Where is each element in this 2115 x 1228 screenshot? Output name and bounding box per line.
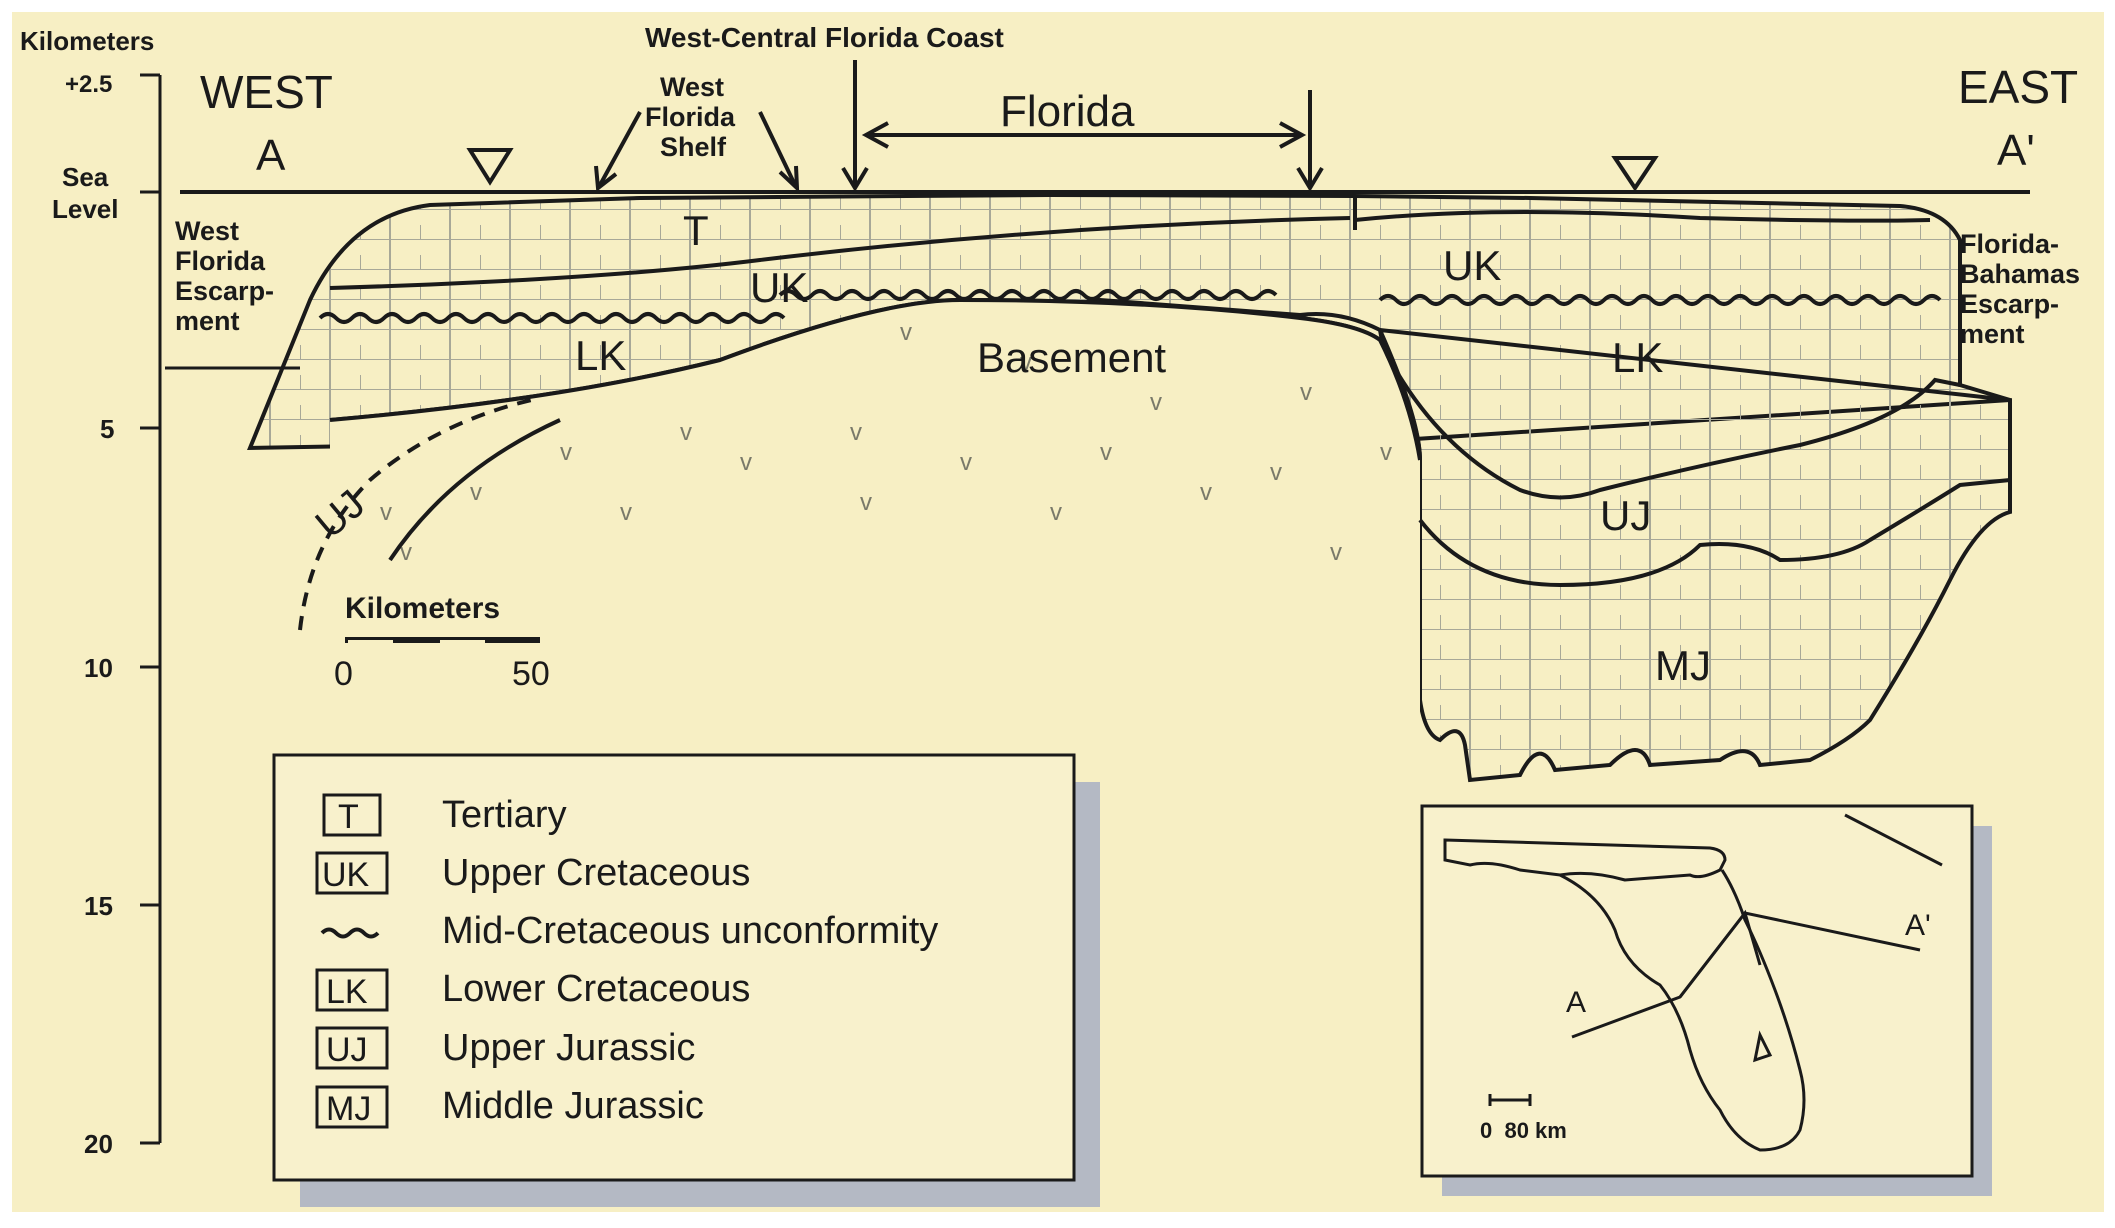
legend-label-middle-jurassic: Middle Jurassic xyxy=(442,1085,704,1127)
unconformity-east xyxy=(1378,294,1942,306)
legend-symbol-mj: MJ xyxy=(326,1090,371,1128)
east-t-uk-boundary xyxy=(1354,209,1931,223)
legend-label-upper-jurassic: Upper Jurassic xyxy=(442,1027,695,1069)
scale-bar-title: Kilometers xyxy=(345,592,500,625)
east-escarpment-3: Escarp- xyxy=(1960,289,2059,319)
unconformity-west xyxy=(318,312,786,324)
depth-axis xyxy=(140,73,162,1145)
unit-label-uk-east: UK xyxy=(1443,242,1501,289)
sea-level-label-1: Sea xyxy=(62,162,109,192)
axis-title: Kilometers xyxy=(20,26,154,56)
west-escarpment-3: Escarp- xyxy=(175,276,274,306)
water-level-marker-east xyxy=(1611,156,1659,192)
legend-box xyxy=(272,753,1076,1182)
svg-text:v: v xyxy=(400,539,412,566)
legend-label-lower-cretaceous: Lower Cretaceous xyxy=(442,968,750,1010)
axis-tick-15: 15 xyxy=(84,891,113,921)
svg-text:v: v xyxy=(850,419,862,446)
legend-symbol-t: T xyxy=(338,798,359,836)
shelf-label-2: Florida xyxy=(645,102,736,132)
legend-symbol-uk: UK xyxy=(322,856,370,894)
inset-map xyxy=(1420,804,1974,1178)
basement-outline xyxy=(329,297,1422,461)
axis-top-label: +2.5 xyxy=(65,71,112,98)
svg-text:v: v xyxy=(900,319,912,346)
shelf-label-3: Shelf xyxy=(660,132,727,162)
eastern-basin xyxy=(1376,327,2012,783)
axis-tick-20: 20 xyxy=(84,1129,113,1159)
west-escarpment-2: Florida xyxy=(175,246,266,276)
scale-bar xyxy=(345,637,540,644)
svg-text:v: v xyxy=(860,489,872,516)
scale-bar-start: 0 xyxy=(334,655,353,693)
uj-lower-west xyxy=(388,418,561,562)
unit-label-uk-west: UK xyxy=(750,264,808,311)
west-label: WEST xyxy=(200,66,333,118)
florida-label: Florida xyxy=(1000,87,1135,136)
water-level-marker-west xyxy=(466,148,514,186)
svg-text:v: v xyxy=(1150,389,1162,416)
legend-symbol-lk: LK xyxy=(326,973,368,1011)
legend-entries xyxy=(315,793,389,1129)
t-uk-boundary xyxy=(329,216,1351,290)
inset-scale-bar xyxy=(1488,1094,1532,1106)
unit-label-lk-east: LK xyxy=(1612,334,1663,381)
scale-bar-end: 50 xyxy=(512,655,550,693)
west-escarpment-4: ment xyxy=(175,306,240,336)
svg-text:v: v xyxy=(470,479,482,506)
legend-label-tertiary: Tertiary xyxy=(442,794,567,836)
axis-tick-10: 10 xyxy=(84,653,113,683)
svg-text:v: v xyxy=(1380,439,1392,466)
section-point-a: A xyxy=(256,131,286,180)
uj-dashed-west xyxy=(298,396,541,631)
east-label: EAST xyxy=(1958,61,2078,113)
west-escarpment-1: West xyxy=(175,216,239,246)
lk-uj-boundary xyxy=(1388,359,1961,500)
legend-label-unconformity: Mid-Cretaceous unconformity xyxy=(442,910,938,952)
svg-text:v: v xyxy=(1050,499,1062,526)
svg-text:v: v xyxy=(1200,479,1212,506)
section-line xyxy=(1571,813,1943,1063)
unit-label-mj: MJ xyxy=(1655,642,1711,689)
svg-text:v: v xyxy=(1300,379,1312,406)
sea-level-label-2: Level xyxy=(52,194,119,224)
svg-text:v: v xyxy=(1330,539,1342,566)
svg-text:v: v xyxy=(1270,459,1282,486)
legend-label-upper-cretaceous: Upper Cretaceous xyxy=(442,852,750,894)
east-escarpment-2: Bahamas xyxy=(1960,259,2080,289)
svg-text:v: v xyxy=(960,449,972,476)
legend-symbol-uj: UJ xyxy=(326,1031,368,1069)
inset-label-a-prime: A' xyxy=(1905,909,1931,942)
basement-label: Basement xyxy=(977,334,1166,381)
east-escarpment-4: ment xyxy=(1960,319,2025,349)
unit-label-lk-west: LK xyxy=(575,332,626,379)
unit-label-t: T xyxy=(683,207,709,254)
basement-fill xyxy=(330,300,1420,760)
shelf-label-1: West xyxy=(660,72,724,102)
inset-scale-label: 0 80 km xyxy=(1480,1118,1567,1143)
uj-mj-boundary xyxy=(1418,478,2011,588)
inset-label-a: A xyxy=(1566,986,1586,1019)
axis-tick-5: 5 xyxy=(100,414,114,444)
svg-text:v: v xyxy=(680,419,692,446)
section-point-a-prime: A' xyxy=(1997,126,2035,175)
florida-outline xyxy=(1443,838,1806,1152)
coast-label: West-Central Florida Coast xyxy=(645,22,1004,53)
svg-text:v: v xyxy=(560,439,572,466)
svg-text:v: v xyxy=(620,499,632,526)
svg-text:v: v xyxy=(1100,439,1112,466)
svg-text:v: v xyxy=(740,449,752,476)
unit-label-uj-east: UJ xyxy=(1600,492,1651,539)
annotation-arrows xyxy=(594,60,1324,193)
svg-text:v: v xyxy=(1020,349,1032,376)
east-escarpment-1: Florida- xyxy=(1960,229,2059,259)
svg-text:v: v xyxy=(380,499,392,526)
